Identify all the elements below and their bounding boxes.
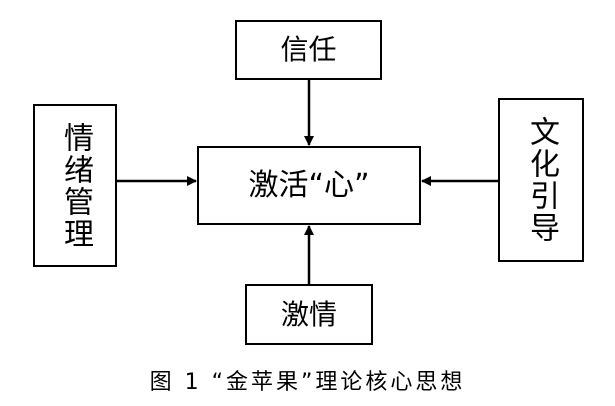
box-culture-guidance: 文化引导 [498, 98, 584, 262]
box-emotion-management-label: 情绪管理 [58, 121, 93, 250]
box-culture-guidance-label: 文化引导 [524, 116, 559, 244]
box-passion: 激情 [245, 284, 373, 345]
box-trust-label: 信任 [280, 33, 337, 66]
box-emotion-management: 情绪管理 [33, 104, 117, 267]
box-passion-label: 激情 [280, 297, 337, 331]
box-activate-heart: 激活“心” [197, 146, 421, 225]
box-trust: 信任 [235, 20, 382, 80]
figure-caption: 图 1 “金苹果”理论核心思想 [149, 370, 466, 395]
box-activate-heart-label: 激活“心” [248, 167, 370, 203]
